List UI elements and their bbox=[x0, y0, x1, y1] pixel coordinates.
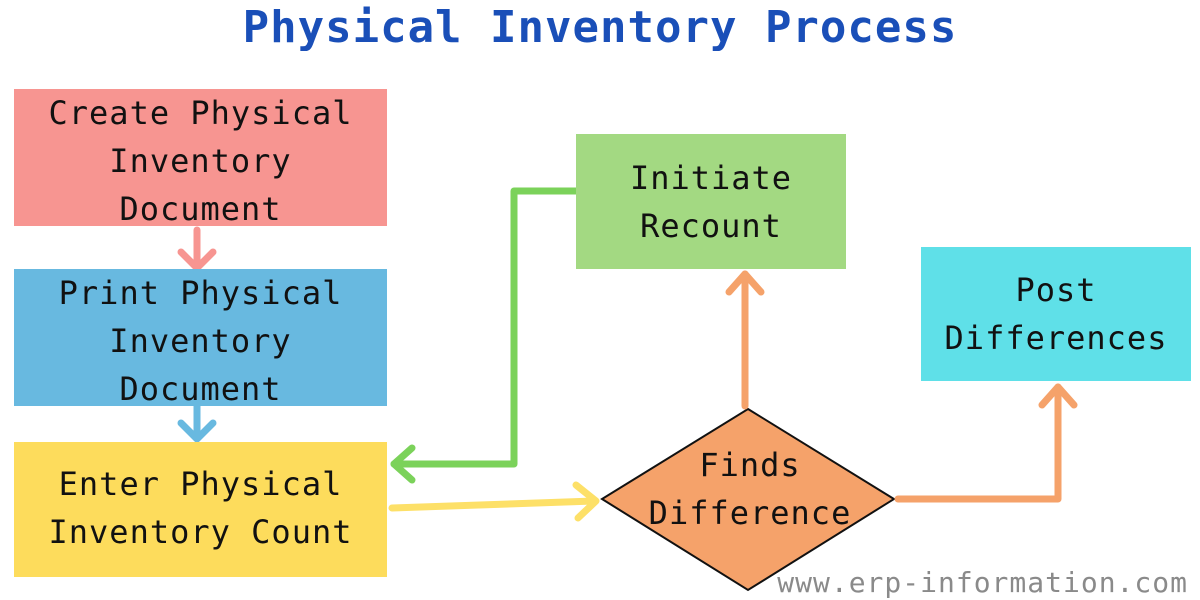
arrow-diamond-to-recount bbox=[725, 270, 765, 410]
arrow-print-to-enter bbox=[177, 402, 217, 443]
finds-difference-diamond bbox=[600, 407, 896, 592]
create-document-box: Create Physical Inventory Document bbox=[14, 89, 387, 228]
enter-count-box: Enter Physical Inventory Count bbox=[14, 442, 387, 577]
arrow-create-to-print bbox=[177, 226, 217, 272]
arrow-diamond-to-post bbox=[894, 383, 1078, 503]
print-document-box: Print Physical Inventory Document bbox=[14, 269, 387, 408]
post-differences-box: Post Differences bbox=[921, 247, 1191, 381]
finds-difference-label: Finds Difference bbox=[648, 446, 852, 532]
initiate-recount-box: Initiate Recount bbox=[576, 134, 846, 269]
arrow-enter-to-diamond bbox=[388, 481, 600, 522]
watermark: www.erp-information.com bbox=[777, 566, 1188, 599]
arrow-recount-to-enter bbox=[390, 187, 580, 484]
page-title: Physical Inventory Process bbox=[242, 2, 958, 53]
